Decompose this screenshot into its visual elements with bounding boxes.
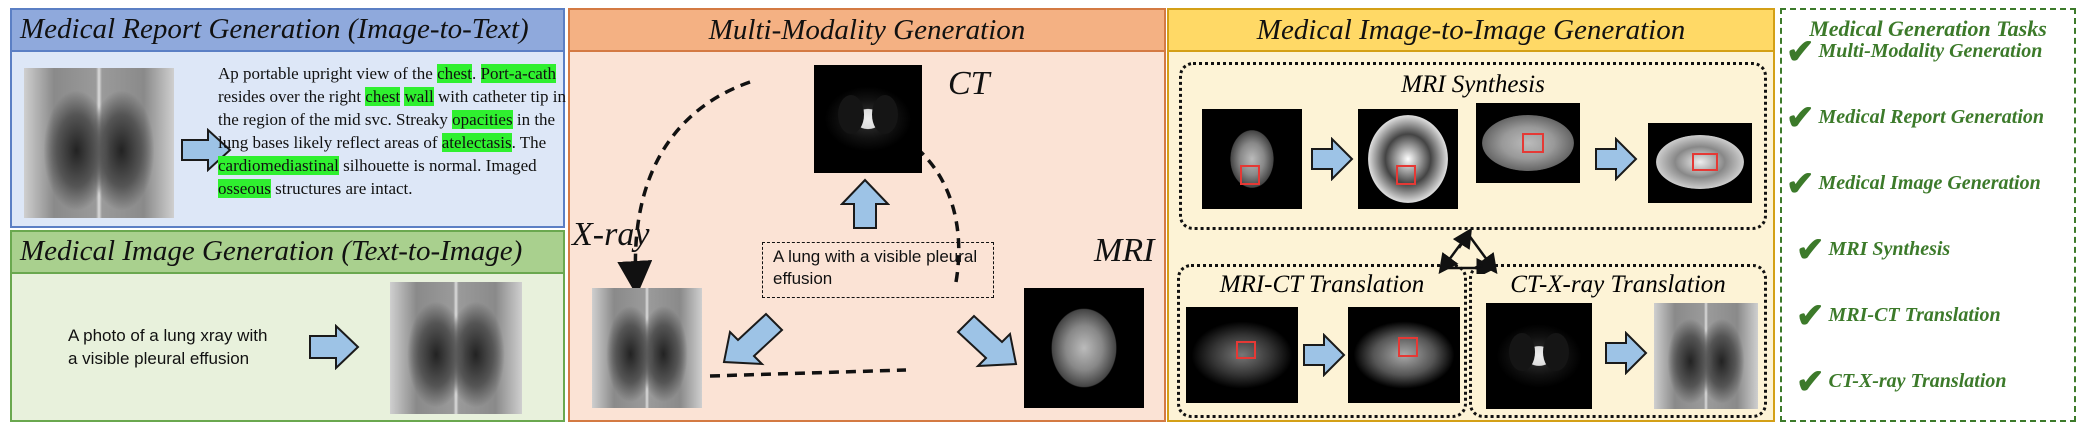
tasks-title: Medical Generation Tasks: [1809, 16, 2047, 41]
t2i-xray-image: [390, 282, 522, 414]
t2i-title: Medical Image Generation (Text-to-Image): [20, 235, 523, 267]
ct-xray-image-1: [1486, 303, 1592, 409]
mm-title-bar: Multi-Modality Generation: [570, 10, 1164, 52]
mri-ct-image-2: [1348, 307, 1460, 403]
mri-synthesis-title: MRI Synthesis: [1401, 71, 1545, 98]
task-item: ✔CT-X-ray Translation: [1782, 362, 2084, 402]
ct-xray-arrow-icon: [1605, 331, 1648, 375]
i2i-title-bar: Medical Image-to-Image Generation: [1169, 10, 1773, 52]
report-text-segment: Ap portable upright view of the: [218, 64, 438, 83]
t2i-arrow-icon: [309, 324, 360, 370]
image-to-image-panel: Medical Image-to-Image Generation MRI Sy…: [1167, 8, 1775, 422]
mri-synthesis-image-4: [1648, 123, 1752, 203]
task-item: ✔Multi-Modality Generation: [1782, 32, 2078, 72]
mri-synthesis-arrow-icon-1: [1311, 137, 1354, 181]
report-text-segment: silhouette is normal. Imaged: [338, 156, 537, 175]
mri-ct-image-1: [1186, 307, 1298, 403]
mri-synthesis-arrow-icon-2: [1595, 137, 1638, 181]
mm-up-arrow-icon: [840, 178, 890, 229]
mm-mri-image: [1024, 288, 1144, 408]
task-label: Medical Report Generation: [1818, 106, 2045, 128]
t2i-title-bar: Medical Image Generation (Text-to-Image): [12, 232, 563, 274]
i2i-title: Medical Image-to-Image Generation: [1256, 14, 1686, 46]
mm-label-ct: CT: [948, 65, 990, 102]
multimodality-panel: Multi-Modality Generation CT X-ray MRI A…: [568, 8, 1166, 422]
task-label: MRI-CT Translation: [1828, 304, 2001, 326]
checkmark-icon: ✔: [1796, 364, 1825, 401]
report-highlight-term: cardiomediastinal: [218, 156, 339, 175]
ct-xray-box: CT-X-ray Translation: [1469, 264, 1767, 418]
report-highlight-term: osseous: [218, 179, 271, 198]
report-highlight-term: chest: [437, 64, 472, 83]
mm-prompt-box: A lung with a visible pleural effusion: [762, 242, 994, 298]
report-text-segment: structures are intact.: [270, 179, 413, 198]
report-title-bar: Medical Report Generation (Image-to-Text…: [12, 10, 563, 52]
mri-synthesis-image-1: [1202, 109, 1302, 209]
task-label: Medical Image Generation: [1818, 172, 2041, 194]
report-text-segment: in the lung bases likely reflect areas o…: [218, 110, 556, 152]
checkmark-icon: ✔: [1796, 232, 1825, 269]
task-item: ✔Medical Image Generation: [1782, 164, 2078, 204]
mri-synthesis-image-2: [1358, 109, 1458, 209]
mm-title: Multi-Modality Generation: [708, 14, 1026, 46]
tasks-panel: Medical Generation Tasks ✔Multi-Modality…: [1780, 8, 2076, 422]
mm-label-mri: MRI: [1094, 232, 1155, 269]
report-highlight-term: opacities: [452, 110, 513, 129]
task-item: ✔Medical Report Generation: [1782, 98, 2078, 138]
mm-prompt: A lung with a visible pleural effusion: [773, 247, 978, 288]
report-generation-panel: Medical Report Generation (Image-to-Text…: [10, 8, 566, 228]
t2i-prompt: A photo of a lung xray with a visible pl…: [68, 326, 268, 368]
mri-ct-box: MRI-CT Translation: [1177, 264, 1467, 418]
task-item: ✔MRI-CT Translation: [1782, 296, 2084, 336]
mm-label-xray: X-ray: [572, 216, 650, 253]
report-text-segment: resides over the right: [218, 87, 366, 106]
report-highlight-term: atelectasis: [441, 133, 512, 152]
mm-xray-image: [592, 288, 702, 408]
report-highlight-term: Port-a-cath: [480, 64, 557, 83]
text-to-image-panel: Medical Image Generation (Text-to-Image)…: [10, 230, 565, 422]
report-text-segment: .: [472, 64, 481, 83]
mm-right-arrow-icon: [956, 314, 1018, 368]
report-highlight-term: wall: [404, 87, 434, 106]
checkmark-icon: ✔: [1786, 166, 1815, 203]
task-label: CT-X-ray Translation: [1828, 370, 2007, 392]
task-item: ✔MRI Synthesis: [1782, 230, 2084, 270]
mri-synthesis-image-3: [1476, 103, 1580, 183]
ct-xray-image-2: [1654, 303, 1758, 409]
checkmark-icon: ✔: [1796, 298, 1825, 335]
mri-synthesis-box: MRI Synthesis: [1179, 62, 1767, 230]
report-text: Ap portable upright view of the chest. P…: [218, 62, 566, 200]
mri-ct-title: MRI-CT Translation: [1219, 271, 1425, 298]
mri-ct-arrow-icon: [1303, 333, 1346, 377]
report-xray-image: [24, 68, 174, 218]
ct-xray-title: CT-X-ray Translation: [1510, 271, 1726, 298]
mm-ct-image: [814, 65, 922, 173]
report-text-segment: with catheter tip in the region of the m…: [218, 87, 566, 129]
task-label: Multi-Modality Generation: [1818, 40, 2043, 62]
checkmark-icon: ✔: [1786, 100, 1815, 137]
report-highlight-term: chest: [365, 87, 401, 106]
report-text-segment: . The: [511, 133, 547, 152]
report-title: Medical Report Generation (Image-to-Text…: [20, 13, 529, 45]
checkmark-icon: ✔: [1786, 34, 1815, 71]
task-label: MRI Synthesis: [1828, 238, 1951, 260]
mm-left-arrow-icon: [722, 312, 784, 366]
